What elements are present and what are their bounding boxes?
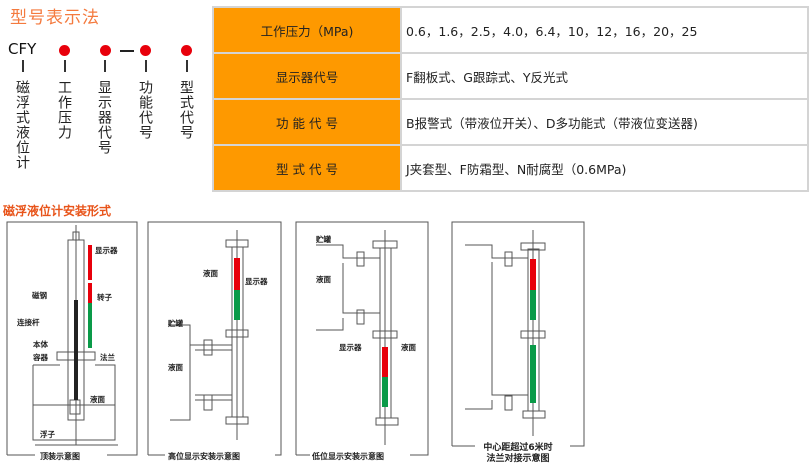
display-red-bar [382, 347, 388, 377]
code-dot-function [140, 45, 151, 56]
panel-top-mount [6, 221, 138, 456]
code-line [22, 60, 24, 72]
label-display: 显示器 [245, 277, 268, 286]
label-level: 液面 [401, 342, 416, 352]
caption-low-display: 低位显示安装示意图 [311, 451, 384, 461]
code-dot-pressure [59, 45, 70, 56]
row-value: J夹套型、F防霜型、N耐腐型（0.6MPa) [402, 146, 807, 190]
display-red-bar [234, 258, 240, 290]
display-green-bar [530, 290, 536, 320]
display-green-bar [234, 290, 240, 320]
code-line [186, 60, 188, 72]
label-magnet: 磁钢 [32, 290, 47, 300]
label-tank: 贮罐 [167, 318, 183, 328]
caption-flange-joint: 中心距超过6米时 [483, 441, 552, 453]
panel-flange-joint [451, 221, 585, 447]
label-float: 浮子 [40, 429, 55, 439]
caption-top-mount: 顶装示意图 [40, 451, 80, 461]
label-level: 液面 [90, 394, 105, 404]
row-key: 型 式 代 号 [214, 146, 400, 190]
panel-low-display [295, 221, 429, 456]
label-level: 液面 [316, 274, 331, 284]
display-red-bar [530, 259, 536, 290]
display-green-bar [382, 377, 388, 407]
caption-high-display: 高位显示安装示意图 [168, 451, 240, 461]
code-line [104, 60, 106, 72]
label-body: 本体 [32, 339, 48, 349]
label-rotor: 转子 [97, 292, 112, 302]
label-flange: 法兰 [100, 352, 115, 362]
label-rod: 连接杆 [17, 317, 40, 327]
code-dot-display [100, 45, 111, 56]
label-level: 液面 [203, 268, 218, 278]
row-key: 功 能 代 号 [214, 100, 400, 144]
code-label-pressure: 工作压力 [56, 80, 72, 140]
connecting-rod [74, 300, 78, 400]
panel-high-display [147, 221, 282, 456]
code-label-function: 功能代号 [137, 80, 153, 140]
label-level: 液面 [168, 362, 183, 372]
display-green-bar [530, 345, 536, 403]
caption-flange-joint-line2: 法兰对接示意图 [486, 452, 549, 464]
code-label-type: 型式代号 [178, 80, 194, 140]
code-dot-type [181, 45, 192, 56]
row-key: 显示器代号 [214, 54, 400, 98]
install-title: 磁浮液位计安装形式 [3, 204, 112, 218]
row-value: F翻板式、G跟踪式、Y反光式 [402, 54, 807, 98]
display-red-bar [88, 245, 92, 280]
model-code-table: 工作压力（MPa)0.6，1.6，2.5，4.0，6.4，10，12，16，20… [212, 6, 809, 192]
model-prefix: CFY [8, 40, 37, 58]
model-notation-title: 型号表示法 [10, 8, 100, 28]
code-dash [120, 50, 134, 52]
display-green-bar [88, 303, 92, 348]
row-value: B报警式（带液位开关）、D多功能式（带液位变送器) [402, 100, 807, 144]
label-display: 显示器 [95, 246, 118, 255]
code-label-display: 显示器代号 [96, 80, 112, 155]
display-red-bar [88, 283, 92, 303]
label-tank: 贮罐 [315, 234, 331, 244]
code-line [145, 60, 147, 72]
table-row: 工作压力（MPa)0.6，1.6，2.5，4.0，6.4，10，12，16，20… [214, 8, 807, 52]
code-label-product: 磁浮式液位计 [14, 80, 30, 170]
label-container: 容器 [32, 352, 48, 362]
row-value: 0.6，1.6，2.5，4.0，6.4，10，12，16，20，25 [402, 8, 807, 52]
row-key: 工作压力（MPa) [214, 8, 400, 52]
code-line [64, 60, 66, 72]
label-display: 显示器 [339, 343, 362, 352]
